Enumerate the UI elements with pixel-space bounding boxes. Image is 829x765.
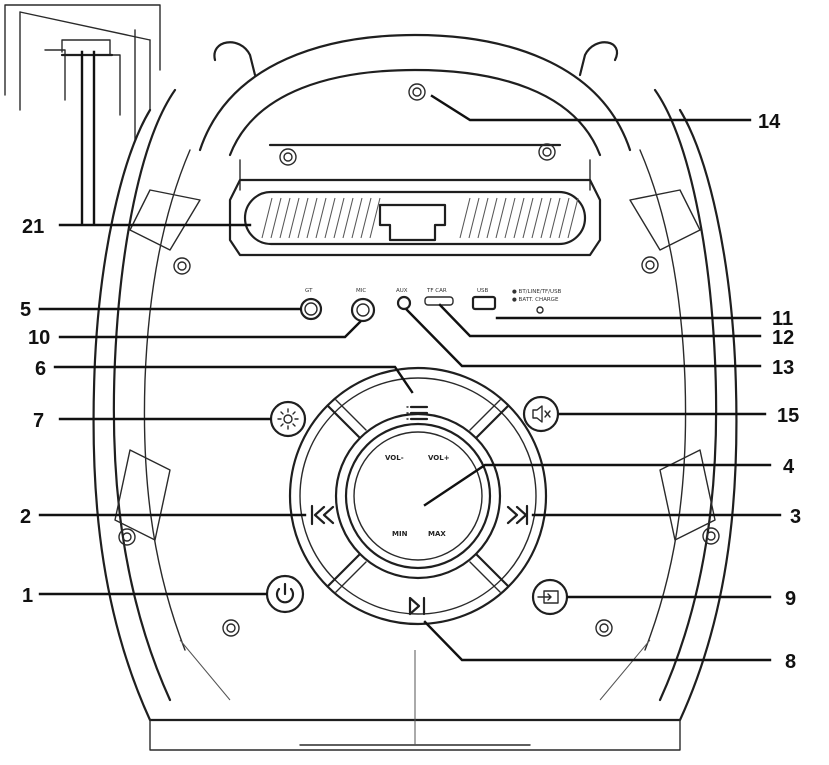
speaker-mute-icon <box>532 405 551 423</box>
grille-slot <box>342 197 354 239</box>
callout-4: 4 <box>783 456 795 478</box>
grille-slot <box>540 197 552 239</box>
screw <box>118 528 136 546</box>
grille-slot <box>459 197 471 239</box>
power-icon <box>275 582 295 604</box>
screw <box>702 527 720 545</box>
grille-slot <box>522 197 534 239</box>
port-label-usb: USB <box>477 288 489 294</box>
grille-slot <box>333 197 345 239</box>
grille-slot <box>369 197 381 239</box>
mode-icon[interactable] <box>406 405 429 421</box>
mic-port <box>350 297 376 323</box>
grille-slot <box>549 197 561 239</box>
input-source-icon <box>537 590 559 604</box>
grille-slot <box>486 197 498 239</box>
port-label-gt: GT <box>305 288 313 294</box>
grille-slot <box>261 197 273 239</box>
callout-14: 14 <box>758 111 781 133</box>
grille-slot <box>558 197 570 239</box>
callout-8: 8 <box>785 651 796 673</box>
screw <box>279 148 297 166</box>
grille-slot <box>279 197 291 239</box>
grille-slot <box>567 197 579 239</box>
grille-slot <box>315 197 327 239</box>
vol-plus-label: VOL+ <box>428 454 450 462</box>
grille-slot <box>297 197 309 239</box>
speaker-body <box>92 41 738 751</box>
aux-port <box>396 295 412 311</box>
gt-port <box>299 297 323 321</box>
next-icon[interactable] <box>506 504 529 526</box>
screw <box>222 619 240 637</box>
top-panel <box>228 178 602 257</box>
play-pause-icon[interactable] <box>408 596 426 616</box>
screw <box>595 619 613 637</box>
callout-labels: 21 14 5 10 11 12 13 6 7 15 4 2 3 1 9 8 <box>20 111 801 673</box>
screw <box>538 143 556 161</box>
screw <box>408 83 426 101</box>
handle <box>198 33 632 191</box>
callout-1: 1 <box>22 585 33 607</box>
grille-slot <box>495 197 507 239</box>
mute-button[interactable] <box>522 395 560 433</box>
grille-slot <box>288 197 300 239</box>
screw <box>641 256 659 274</box>
previous-icon[interactable] <box>310 504 335 526</box>
callout-7: 7 <box>33 410 44 432</box>
min-label: MIN <box>392 530 408 538</box>
callout-13: 13 <box>772 357 794 379</box>
grille-slot <box>468 197 480 239</box>
handle-detail-inset <box>4 4 161 141</box>
port-label-mic: MIC <box>356 288 366 294</box>
volume-knob[interactable] <box>344 422 492 570</box>
power-button[interactable] <box>265 574 305 614</box>
callout-9: 9 <box>785 588 796 610</box>
vol-minus-label: VOL- <box>385 454 404 462</box>
input-button[interactable] <box>531 578 569 616</box>
outer-ring <box>288 366 548 626</box>
callout-11: 11 <box>772 308 793 330</box>
handle-slot <box>378 203 447 242</box>
usb-port <box>471 295 497 311</box>
screw <box>173 257 191 275</box>
grille-slot <box>504 197 516 239</box>
callout-6: 6 <box>35 358 46 380</box>
port-row: GT MIC AUX TF CAR USB ● BT/LINE/TF/USB ●… <box>299 288 562 323</box>
grille-slot <box>531 197 543 239</box>
grille-slots <box>261 197 579 239</box>
grille-slot <box>351 197 363 239</box>
led-label-2: ● BATT. CHARGE <box>512 297 559 303</box>
screws <box>118 83 720 637</box>
grille-slot <box>306 197 318 239</box>
callout-3: 3 <box>790 506 801 528</box>
grille-slot <box>513 197 525 239</box>
callout-10: 10 <box>28 327 50 349</box>
grille-slot <box>360 197 372 239</box>
leader-lines <box>38 50 782 662</box>
max-label: MAX <box>428 530 446 538</box>
port-label-tf: TF CAR <box>426 288 447 294</box>
callout-2: 2 <box>20 506 31 528</box>
light-button[interactable] <box>269 400 307 438</box>
callout-5: 5 <box>20 299 31 321</box>
port-label-aux: AUX <box>396 288 408 294</box>
callout-21: 21 <box>22 216 44 238</box>
sun-icon <box>277 408 299 430</box>
led-indicator <box>536 306 544 314</box>
control-cluster: VOL- VOL+ MIN MAX <box>288 366 548 626</box>
led-label-1: ● BT/LINE/TF/USB <box>512 289 562 295</box>
callout-12: 12 <box>772 327 794 349</box>
tf-card-slot <box>424 296 454 306</box>
callout-15: 15 <box>777 405 799 427</box>
grille-slot <box>477 197 489 239</box>
grille-slot <box>270 197 282 239</box>
grille <box>243 190 587 246</box>
grille-slot <box>324 197 336 239</box>
